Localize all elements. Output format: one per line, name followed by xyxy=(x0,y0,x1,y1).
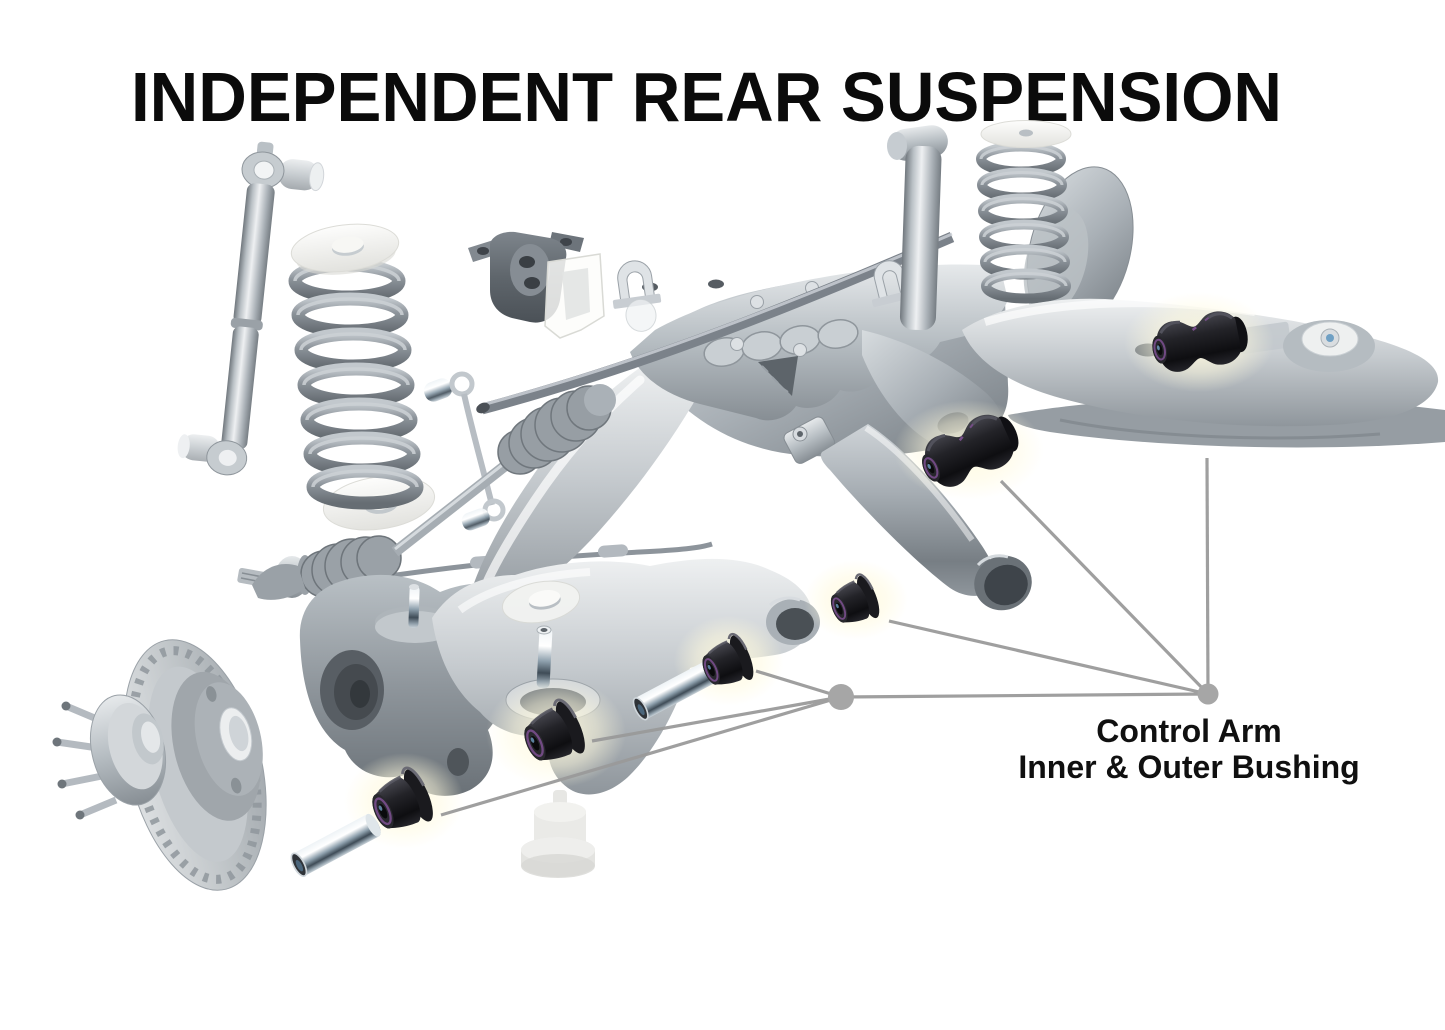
annotation-line2: Inner & Outer Bushing xyxy=(1018,749,1359,785)
leader-lines xyxy=(440,457,1210,817)
shock-absorber-right xyxy=(887,125,948,331)
crush-tube-lower xyxy=(287,810,385,880)
annotation-line1: Control Arm xyxy=(1096,713,1281,749)
brake-rotor xyxy=(123,639,267,891)
wheel-hub xyxy=(52,694,166,820)
mount-spacer-bracket xyxy=(544,253,605,339)
swaybar-clamp-left xyxy=(612,260,662,332)
washer-disc xyxy=(501,580,581,624)
cv-boot-inner xyxy=(497,385,612,475)
arm-bushing-mount xyxy=(1283,320,1375,372)
pivot-pin xyxy=(536,625,553,689)
stabilizer-end-link xyxy=(423,371,506,531)
leader-horizontal xyxy=(840,692,1209,699)
diff-mount-bracket xyxy=(468,231,584,323)
page-title: INDEPENDENT REAR SUSPENSION xyxy=(131,58,1282,136)
coil-spring-left xyxy=(288,223,436,531)
leader-dot-left xyxy=(828,684,854,710)
spring-isolator-upper-left xyxy=(290,223,400,275)
leader-from-outer-bushing xyxy=(440,695,842,817)
shock-absorber-left xyxy=(177,141,325,476)
leader-dot-right xyxy=(1197,683,1219,705)
leader-from-inner-arm-bushing xyxy=(999,479,1210,696)
leader-from-seated-bushing xyxy=(591,695,842,743)
bump-stop xyxy=(521,790,595,878)
coil-spring-right xyxy=(976,120,1072,304)
leader-from-floating-mid-bushing xyxy=(755,669,842,699)
spring-seat-face xyxy=(1023,208,1089,316)
leader-from-upper-floating-bushing xyxy=(888,619,1209,696)
spring-isolator-upper-right xyxy=(980,120,1072,148)
leader-from-outer-arm-bushing xyxy=(1205,457,1210,695)
subframe-front-rail xyxy=(468,362,700,616)
